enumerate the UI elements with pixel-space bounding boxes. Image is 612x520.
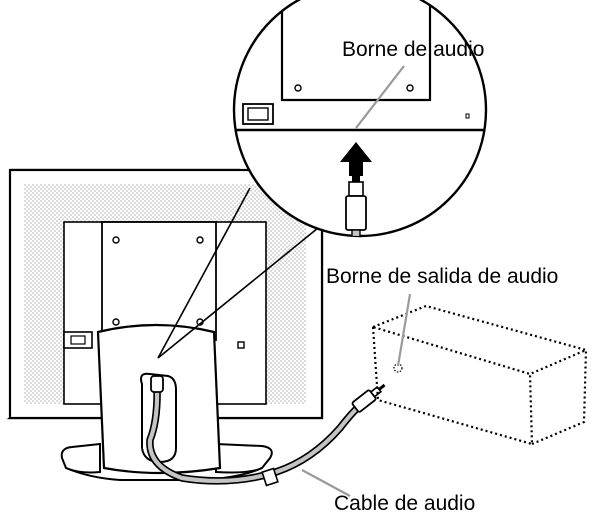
leader-audio-terminal bbox=[355, 65, 405, 129]
monitor bbox=[6, 168, 324, 420]
audio-source-plug bbox=[351, 383, 386, 413]
insert-arrow-icon bbox=[340, 142, 372, 176]
screw-hole-icon bbox=[112, 318, 120, 326]
zoom-audio-plug bbox=[345, 174, 367, 236]
leader-audio-cable bbox=[301, 469, 351, 497]
audio-port-mark bbox=[237, 341, 245, 349]
label-audio-output-terminal: Borne de salida de audio bbox=[326, 265, 558, 288]
screw-hole-icon bbox=[196, 236, 204, 244]
leader-audio-output-terminal bbox=[396, 293, 412, 367]
zoom-callout bbox=[157, 0, 488, 359]
screw-hole-icon bbox=[112, 236, 120, 244]
cable-tie bbox=[261, 467, 279, 487]
audio-cable bbox=[146, 375, 386, 487]
label-audio-terminal: Borne de audio bbox=[342, 38, 484, 61]
label-audio-cable: Cable de audio bbox=[334, 492, 475, 515]
cable-plug bbox=[150, 375, 164, 393]
